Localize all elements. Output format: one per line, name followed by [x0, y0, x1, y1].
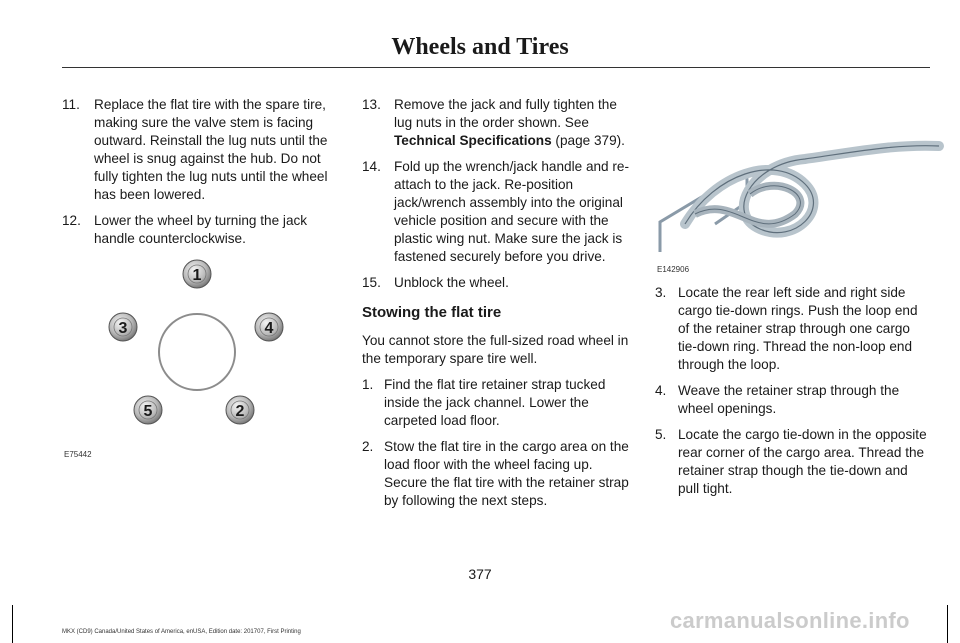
step-14: 14. Fold up the wrench/jack handle and r… [362, 158, 632, 266]
step-text: Fold up the wrench/jack handle and re-at… [394, 159, 630, 264]
step-number: 14. [362, 159, 381, 174]
watermark: carmanualsonline.info [670, 608, 910, 633]
step-number: 15. [362, 275, 381, 290]
header-rule [62, 67, 930, 68]
figure-label: E75442 [64, 450, 92, 459]
lug-nut-diagram: 1 3 4 5 2 [108, 259, 284, 425]
step-text: Remove the jack and fully tighten the lu… [394, 96, 632, 150]
step-13: 13. Remove the jack and fully tighten th… [362, 96, 632, 150]
step-text: Find the flat tire retainer strap tucked… [384, 377, 606, 428]
wheel-hub-circle [158, 313, 236, 391]
retainer-strap-illustration [658, 140, 944, 252]
step-text: Lower the wheel by turning the jack hand… [94, 213, 308, 246]
footer-edition-info: MKX (CD9) Canada/United States of Americ… [62, 629, 301, 635]
lug-nut-1: 1 [182, 259, 212, 289]
step-number: 3. [655, 285, 667, 300]
step-text: Weave the retainer strap through the whe… [678, 383, 900, 416]
substep-4: 4. Weave the retainer strap through the … [655, 382, 927, 418]
step-number: 1. [362, 377, 374, 392]
lug-nut-order-figure: 1 3 4 5 2 E75442 [62, 250, 334, 465]
lug-nut-2: 2 [225, 395, 255, 425]
right-column: 3. Locate the rear left side and right s… [655, 284, 927, 506]
section-heading: Stowing the flat tire [362, 304, 502, 321]
lug-number-3: 3 [119, 320, 128, 337]
left-column: 11. Replace the flat tire with the spare… [62, 96, 334, 256]
step-11: 11. Replace the flat tire with the spare… [62, 96, 334, 204]
lug-nut-5: 5 [133, 395, 163, 425]
step-number: 2. [362, 439, 374, 454]
step-number: 11. [62, 97, 80, 112]
lug-number-2: 2 [236, 403, 245, 420]
substep-3: 3. Locate the rear left side and right s… [655, 284, 927, 374]
step-text: Replace the flat tire with the spare tir… [94, 97, 328, 202]
step-text-main: Remove the jack and fully tighten the lu… [394, 97, 617, 130]
intro-paragraph: You cannot store the full-sized road whe… [362, 333, 629, 366]
step-number: 13. [362, 97, 381, 112]
step-text: Unblock the wheel. [394, 275, 509, 290]
page-number: 377 [468, 566, 492, 582]
crop-mark [12, 605, 13, 643]
substep-5: 5. Locate the cargo tie-down in the oppo… [655, 426, 927, 498]
figure-label: E142906 [657, 265, 690, 274]
step-15: 15. Unblock the wheel. [362, 274, 632, 292]
step-text: Locate the cargo tie-down in the opposit… [678, 427, 927, 496]
step-12: 12. Lower the wheel by turning the jack … [62, 212, 334, 248]
step-number: 4. [655, 383, 667, 398]
lug-number-4: 4 [265, 320, 274, 337]
lug-nut-4: 4 [254, 312, 284, 342]
technical-specifications-link[interactable]: Technical Specifications [394, 133, 552, 148]
step-number: 5. [655, 427, 667, 442]
lug-number-5: 5 [144, 403, 153, 420]
page-reference: (page 379). [551, 133, 625, 148]
page-header-title: Wheels and Tires [391, 34, 569, 60]
retainer-strap-figure: E142906 [655, 134, 945, 276]
crop-mark [947, 605, 948, 643]
substep-2: 2. Stow the flat tire in the cargo area … [362, 438, 632, 510]
step-number: 12. [62, 213, 81, 228]
step-text: Stow the flat tire in the cargo area on … [384, 439, 629, 508]
lug-nut-3: 3 [108, 312, 138, 342]
step-text: Locate the rear left side and right side… [678, 285, 918, 372]
middle-column: 13. Remove the jack and fully tighten th… [362, 96, 632, 518]
substep-1: 1. Find the flat tire retainer strap tuc… [362, 376, 632, 430]
lug-number-1: 1 [193, 267, 202, 284]
